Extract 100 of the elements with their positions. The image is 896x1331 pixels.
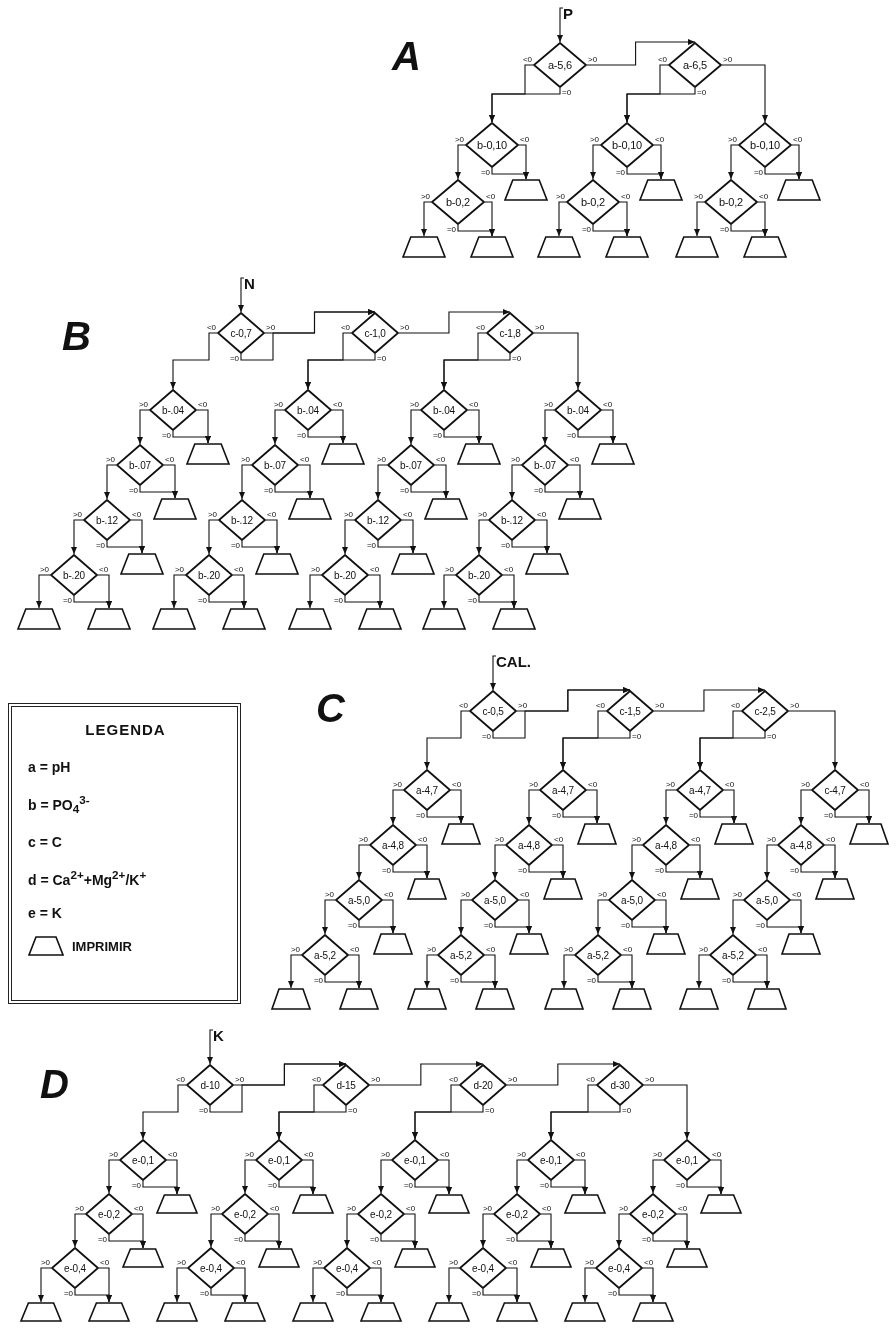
decision-diamond: [738, 122, 792, 168]
output-trapezoid: [292, 1194, 334, 1214]
connector-arrow: [696, 954, 710, 989]
connector-arrow: [629, 844, 643, 880]
output-trapezoid: [120, 553, 164, 575]
edge-label: <0: [657, 55, 667, 64]
output-trapezoid: [544, 988, 584, 1010]
output-trapezoid: [321, 443, 365, 465]
output-trapezoid: [666, 1248, 708, 1268]
edge-label: =0: [551, 811, 561, 820]
output-trapezoid: [564, 1194, 606, 1214]
edge-label: =0: [533, 486, 543, 495]
edge-label: =0: [446, 225, 456, 234]
connector-arrow: [207, 1029, 214, 1065]
connector-arrow: [98, 1267, 112, 1303]
edge-label: =0: [755, 921, 765, 930]
connector-arrow: [516, 687, 631, 712]
input-label: K: [213, 1028, 224, 1044]
connector-arrow: [170, 332, 218, 390]
edge-label: <0: [657, 890, 667, 899]
connector-arrow: [382, 899, 396, 934]
output-trapezoid: [156, 1302, 198, 1322]
edge-label: <0: [436, 455, 446, 464]
output-trapezoid: [360, 1302, 402, 1322]
edge-label: >0: [790, 701, 800, 710]
connector-arrow: [140, 1084, 187, 1140]
connector-arrow: [72, 1213, 86, 1248]
output-trapezoid: [743, 236, 787, 258]
edge-label: >0: [563, 945, 573, 954]
edge-label: =0: [620, 921, 630, 930]
edge-label: <0: [759, 192, 769, 201]
edge-label: >0: [207, 510, 217, 519]
edge-label: <0: [644, 1258, 654, 1267]
condition-text: e-0,2: [98, 1208, 120, 1220]
connector-arrow: [514, 1159, 528, 1194]
edge-label: <0: [452, 780, 462, 789]
connector-arrow: [533, 332, 581, 390]
edge-label: >0: [477, 510, 487, 519]
edge-label: =0: [198, 1106, 208, 1115]
edge-label: >0: [518, 701, 528, 710]
decision-diamond: [505, 824, 553, 866]
decision-diamond: [321, 554, 369, 596]
edge-label: >0: [555, 192, 565, 201]
connector-arrow: [574, 1159, 588, 1195]
edge-label: =0: [230, 541, 240, 550]
edge-label: >0: [273, 400, 283, 409]
decision-diamond: [217, 312, 265, 354]
decision-diamond: [554, 389, 602, 431]
output-trapezoid: [470, 236, 514, 258]
connector-arrow: [601, 409, 616, 444]
connector-arrow: [441, 353, 511, 390]
edge-label: <0: [270, 1204, 280, 1213]
connector-arrow: [586, 789, 600, 824]
decision-diamond: [322, 1064, 370, 1106]
edge-label: =0: [97, 1235, 107, 1244]
edge-label: <0: [595, 701, 605, 710]
decision-diamond: [301, 934, 349, 976]
connector-arrow: [535, 519, 550, 554]
edge-label: =0: [366, 541, 376, 550]
connector-arrow: [206, 519, 219, 555]
condition-text: c-0,5: [482, 705, 504, 717]
condition-text: e-0,2: [642, 1208, 664, 1220]
condition-text: a-5,0: [621, 894, 643, 906]
connector-arrow: [401, 519, 416, 554]
connector-arrow: [378, 1159, 392, 1194]
edge-label: <0: [100, 1258, 110, 1267]
output-trapezoid: [781, 933, 821, 955]
decision-diamond: [486, 312, 534, 354]
edge-label: <0: [475, 323, 485, 332]
connector-arrow: [130, 519, 145, 554]
decision-diamond: [185, 554, 233, 596]
connector-arrow: [509, 464, 522, 500]
condition-text: a-5,6: [547, 59, 573, 71]
output-trapezoid: [373, 933, 413, 955]
connector-arrow: [540, 1213, 554, 1249]
edge-label: =0: [403, 1181, 413, 1190]
edge-label: =0: [615, 168, 625, 177]
output-trapezoid: [122, 1248, 164, 1268]
connector-arrow: [166, 1159, 180, 1195]
connector-arrow: [288, 954, 302, 989]
condition-text: a-5,2: [587, 949, 609, 961]
edge-label: >0: [588, 55, 598, 64]
edge-label: =0: [512, 354, 522, 363]
connector-arrow: [310, 1267, 324, 1303]
edge-label: <0: [603, 400, 613, 409]
connector-arrow: [208, 1213, 222, 1248]
edge-label: =0: [267, 1181, 277, 1190]
edge-label: <0: [350, 945, 360, 954]
connector-arrow: [232, 574, 247, 609]
decision-diamond: [527, 1139, 575, 1181]
output-trapezoid: [680, 878, 720, 900]
decision-diamond: [459, 1064, 507, 1106]
condition-text: e-0,1: [132, 1154, 154, 1166]
edge-label: >0: [266, 323, 276, 332]
condition-text: b-.04: [567, 404, 589, 416]
edge-label: <0: [554, 835, 564, 844]
condition-text: a-5,0: [484, 894, 506, 906]
edge-label: <0: [792, 890, 802, 899]
edge-label: <0: [300, 455, 310, 464]
edge-label: >0: [528, 780, 538, 789]
